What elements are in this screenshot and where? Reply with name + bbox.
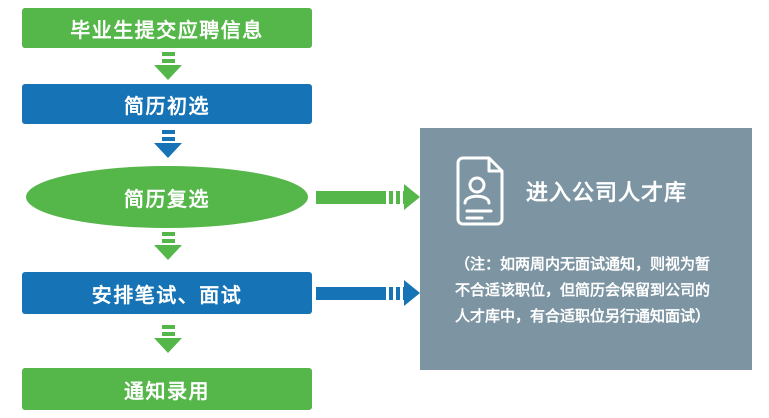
- down-arrow-icon: [153, 232, 183, 260]
- arrow-shaft: [316, 190, 382, 204]
- arrow-shaft-striped: [382, 190, 404, 204]
- flow-step-arrange-tests-interview: 安排笔试、面试: [22, 272, 312, 314]
- down-arrow-icon: [153, 52, 183, 80]
- down-arrow-icon: [153, 130, 183, 158]
- resume-document-icon: [450, 154, 508, 228]
- arrow-shaft: [161, 130, 175, 143]
- flow-step-resume-initial-screen: 简历初选: [22, 84, 312, 124]
- flow-step-resume-second-screen: 简历复选: [26, 166, 308, 228]
- panel-note: （注：如两周内无面试通知，则视为暂不合适该职位，但简历会保留到公司的人才库中，有…: [455, 256, 711, 325]
- arrow-head: [404, 184, 420, 210]
- arrow-head: [154, 245, 182, 260]
- panel-header: 进入公司人才库: [420, 128, 752, 228]
- arrow-shaft: [161, 232, 175, 245]
- talent-pool-panel: 进入公司人才库 （注：如两周内无面试通知，则视为暂不合适该职位，但简历会保留到公…: [420, 128, 752, 370]
- right-arrow-icon: [316, 184, 420, 210]
- arrow-head: [154, 338, 182, 353]
- arrow-shaft-striped: [382, 286, 404, 300]
- arrow-shaft: [161, 325, 175, 338]
- panel-title: 进入公司人才库: [526, 180, 688, 205]
- down-arrow-icon: [153, 325, 183, 353]
- arrow-head: [154, 65, 182, 80]
- arrow-head: [404, 280, 420, 306]
- arrow-shaft: [316, 286, 382, 300]
- arrow-shaft: [161, 52, 175, 65]
- flow-step-notify-hire: 通知录用: [22, 368, 312, 410]
- arrow-head: [154, 143, 182, 158]
- right-arrow-icon: [316, 280, 420, 306]
- flow-step-submit-info: 毕业生提交应聘信息: [22, 8, 312, 48]
